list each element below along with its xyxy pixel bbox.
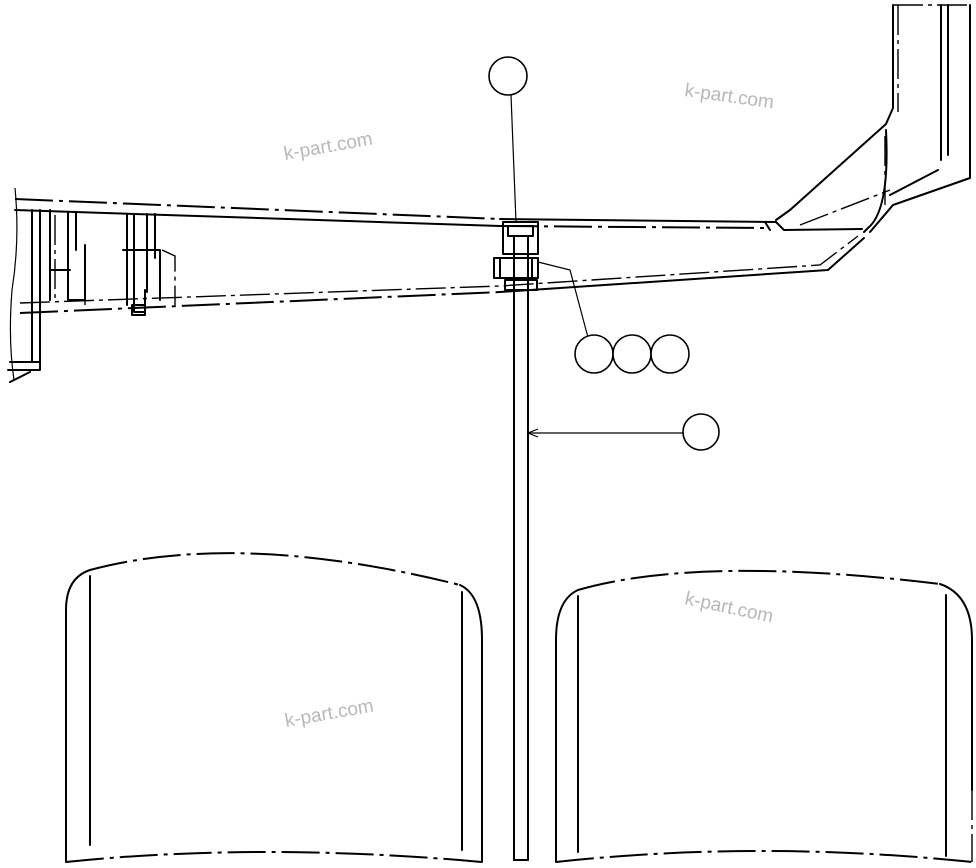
rod-assembly xyxy=(493,221,539,861)
callout-3[interactable] xyxy=(612,334,652,374)
watermark-1: k-part.com xyxy=(282,129,374,165)
callout-5[interactable] xyxy=(682,413,720,451)
callout-1[interactable] xyxy=(488,56,528,96)
side-panel xyxy=(775,4,971,233)
watermark-3: k-part.com xyxy=(283,696,375,732)
leader-lines xyxy=(510,94,684,438)
left-tire xyxy=(65,552,483,863)
watermark-4: k-part.com xyxy=(683,588,775,627)
right-tire xyxy=(555,569,973,863)
crossmember xyxy=(14,198,865,314)
callout-2[interactable] xyxy=(574,334,614,374)
callout-4[interactable] xyxy=(650,334,690,374)
watermark-2: k-part.com xyxy=(683,80,775,113)
left-frame-rail xyxy=(7,187,176,383)
